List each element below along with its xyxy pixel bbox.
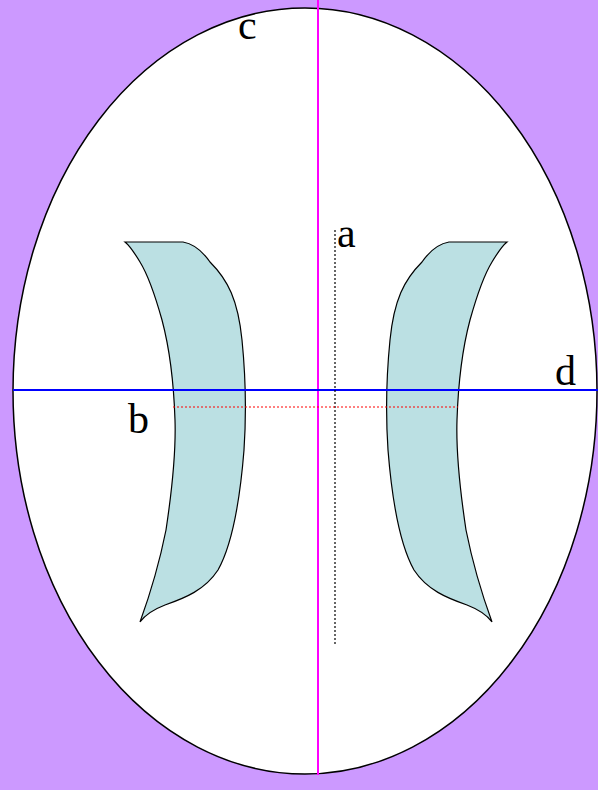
left-ventricle: [125, 242, 245, 622]
measure-line-b: [173, 406, 458, 407]
measure-line-a: [334, 230, 335, 645]
axis-label: d: [555, 350, 576, 392]
vertical-axis: [317, 0, 319, 775]
right-ventricle: [387, 242, 507, 622]
axis-label: a: [337, 212, 356, 254]
axis-label: c: [238, 4, 257, 46]
brain-outline: [13, 8, 597, 774]
horizontal-axis: [13, 389, 598, 391]
axis-label: b: [128, 398, 149, 440]
